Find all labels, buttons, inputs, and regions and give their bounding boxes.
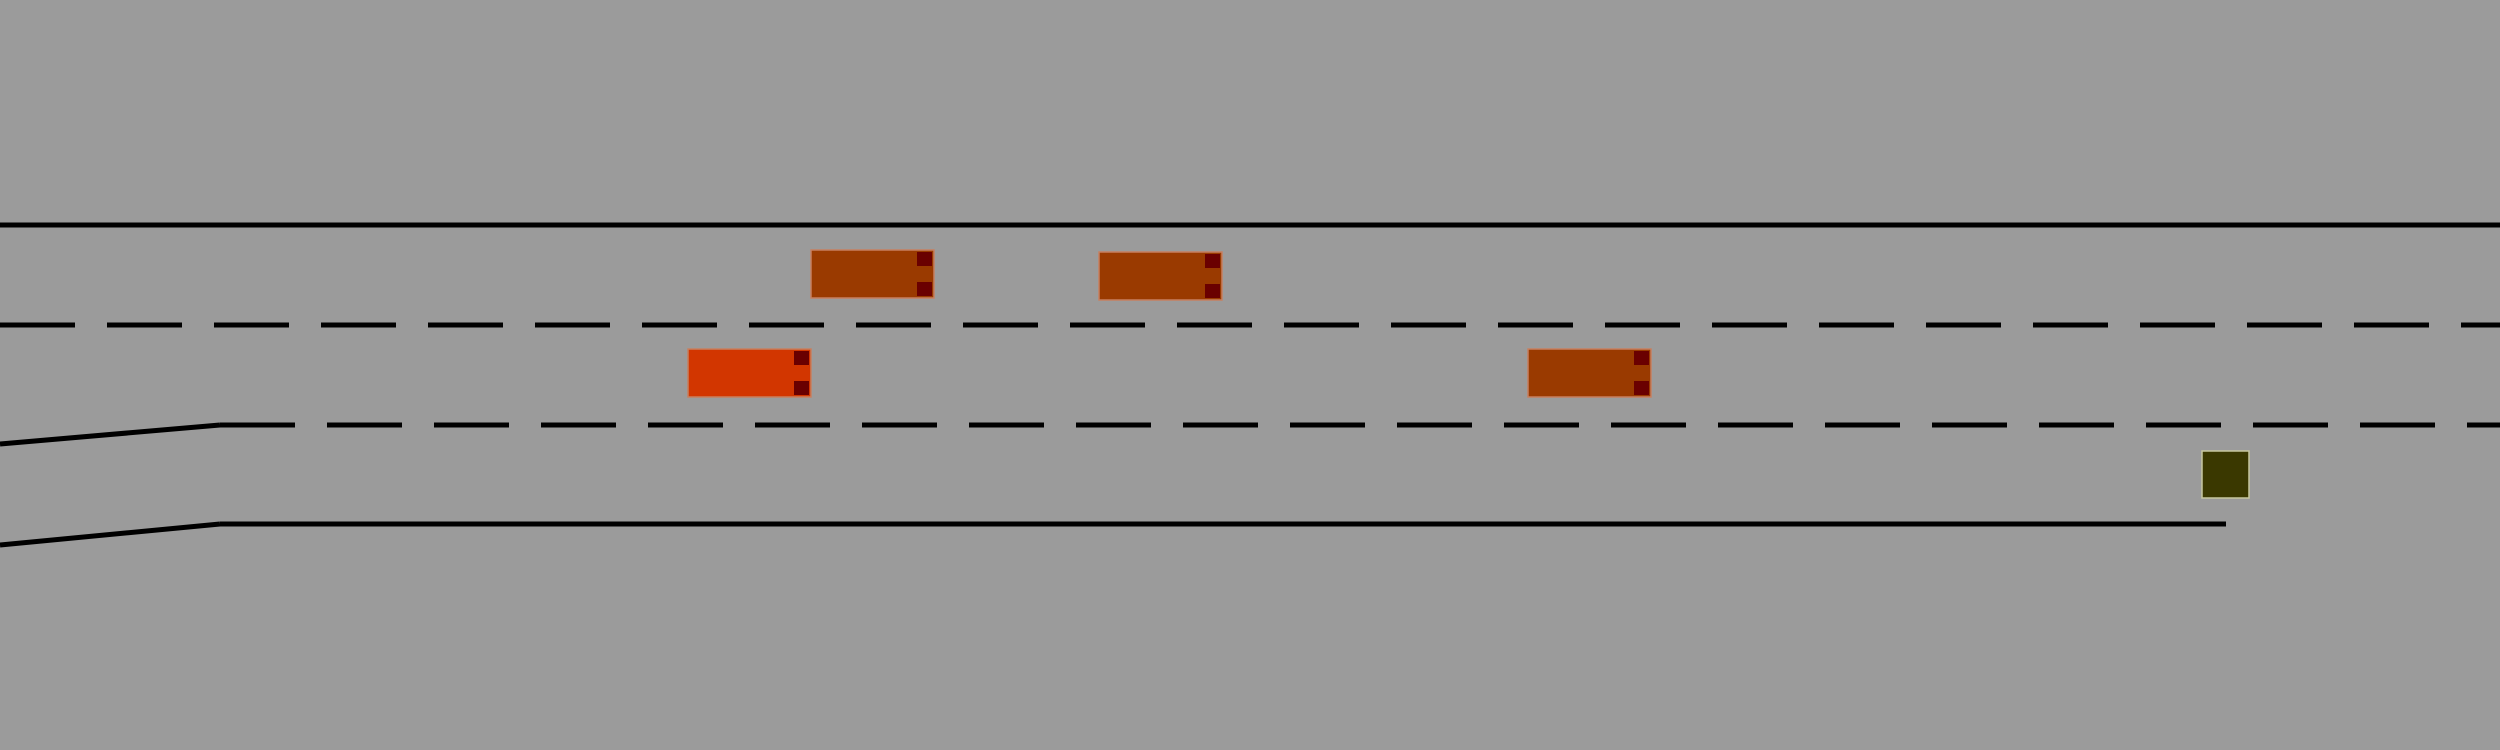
- vehicle-body: [1098, 251, 1223, 301]
- vehicle: [1527, 348, 1652, 398]
- vehicle-body: [687, 348, 812, 398]
- vehicles: [687, 249, 1652, 398]
- right-light: [917, 282, 932, 296]
- vehicle: [1098, 251, 1223, 301]
- left-light: [1205, 254, 1220, 268]
- left-light: [917, 252, 932, 266]
- left-light: [1634, 351, 1649, 365]
- vehicle-body: [810, 249, 935, 299]
- vehicle-body: [1527, 348, 1652, 398]
- right-light: [794, 381, 809, 395]
- left-light: [794, 351, 809, 365]
- road-markings: [0, 222, 2500, 548]
- ego-vehicle: [687, 348, 812, 398]
- lane-end-obstacle: [2201, 450, 2250, 499]
- ramp-bottom-edge: [0, 521, 221, 548]
- ramp-merge-edge: [0, 422, 221, 447]
- right-light: [1634, 381, 1649, 395]
- obstacles: [2201, 450, 2250, 499]
- vehicle: [810, 249, 935, 299]
- right-light: [1205, 284, 1220, 298]
